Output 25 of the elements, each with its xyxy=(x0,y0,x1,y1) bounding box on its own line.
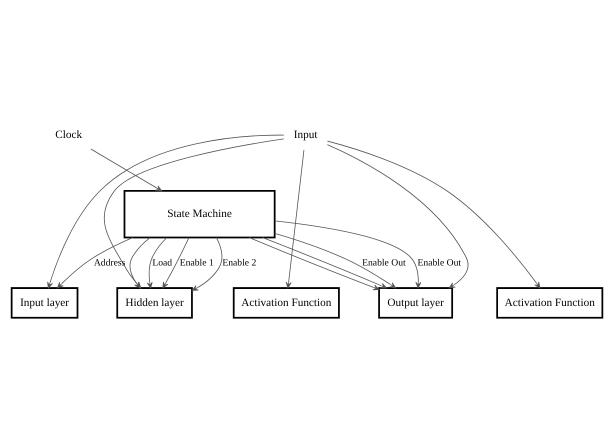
arrow xyxy=(286,149,304,288)
arrow xyxy=(248,236,380,290)
edge-label: Enable Out xyxy=(418,256,462,268)
arrow xyxy=(274,232,396,288)
arrow xyxy=(57,236,134,288)
edge-label: Load xyxy=(152,256,172,268)
node-box: Activation Function xyxy=(232,286,340,318)
edge-label: Enable Out xyxy=(362,256,406,268)
arrow xyxy=(327,140,540,288)
node-box: Input layer xyxy=(10,286,78,318)
node-box: Output layer xyxy=(378,286,454,318)
arrow xyxy=(192,236,222,290)
arrow xyxy=(262,236,387,288)
node-text: Input xyxy=(294,128,318,141)
node-text: Clock xyxy=(55,128,82,141)
arrow xyxy=(146,236,168,288)
node-box: State Machine xyxy=(124,190,276,238)
arrow xyxy=(274,220,422,288)
edge-label: Enable 2 xyxy=(222,256,256,268)
arrow xyxy=(162,236,190,288)
node-box: Activation Function xyxy=(496,286,604,318)
arrow xyxy=(326,144,468,288)
node-box: Hidden layer xyxy=(116,286,193,318)
arrow xyxy=(90,148,162,191)
edge-label: Enable 1 xyxy=(180,256,214,268)
